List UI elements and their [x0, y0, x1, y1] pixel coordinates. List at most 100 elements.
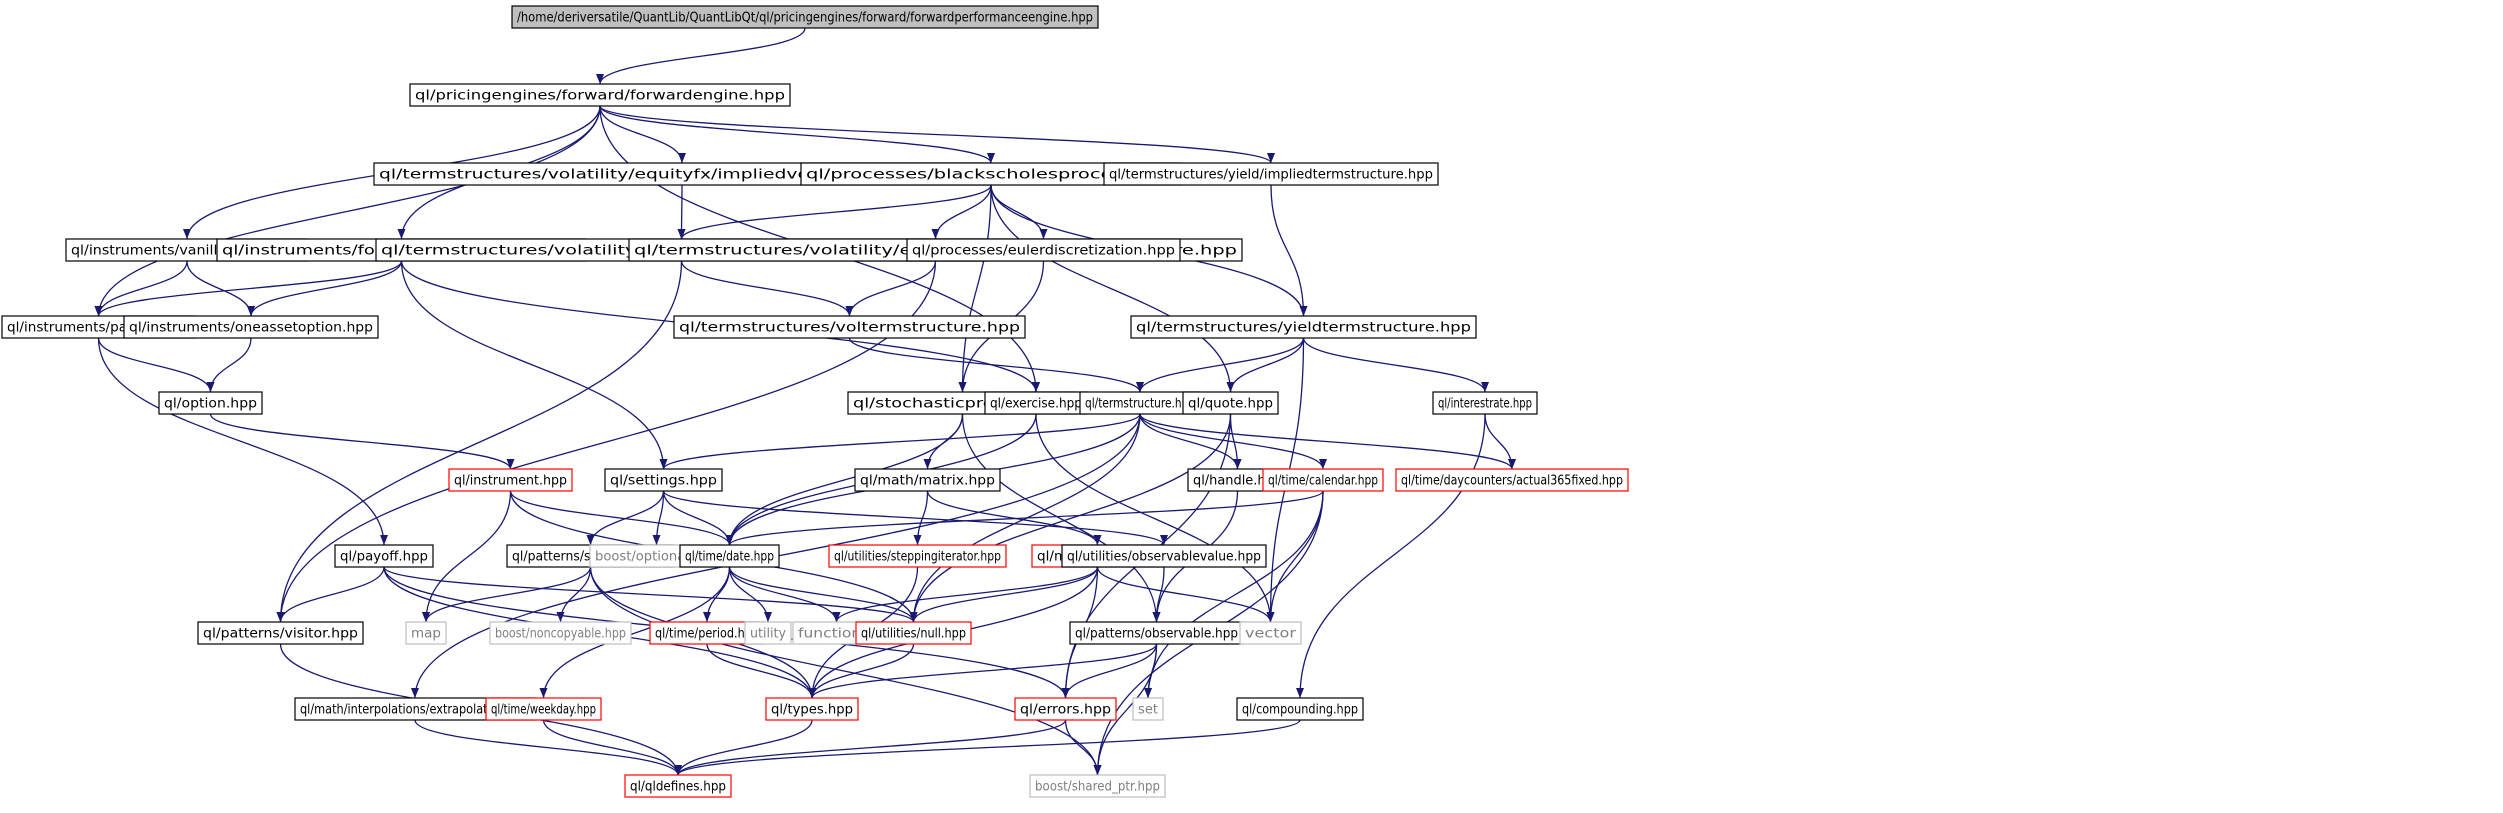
node-utility[interactable]: utility	[744, 621, 792, 645]
node-period[interactable]: ql/time/period.hpp	[649, 621, 765, 645]
node-label: ql/qldefines.hpp	[630, 780, 726, 795]
node-date[interactable]: ql/time/date.hpp	[679, 544, 780, 568]
edge-termstructure-to-settings	[659, 413, 1141, 470]
header-nodes: /home/deriversatile/QuantLib/QuantLibQt/…	[1, 5, 1629, 798]
edge-localvol-to-volts	[845, 260, 937, 317]
node-root[interactable]: /home/deriversatile/QuantLib/QuantLibQt/…	[511, 5, 1099, 29]
node-handle[interactable]: ql/handle.hpp	[1187, 468, 1288, 492]
edge-observablevalue-to-observable	[1152, 566, 1165, 623]
node-box	[1262, 468, 1384, 492]
node-label: ql/termstructure.hpp	[1085, 397, 1195, 412]
edge-option-to-instrument	[209, 413, 515, 470]
edge-forwardengine-to-impliedvol	[599, 105, 686, 164]
edge-fwdvanilla-to-settings	[400, 260, 668, 470]
node-noncopyable[interactable]: boost/noncopyable.hpp	[489, 621, 632, 645]
edge-payoffs-to-option	[97, 337, 215, 393]
node-observable[interactable]: ql/patterns/observable.hpp	[1069, 621, 1244, 645]
edge-extrapolation-to-qldefines	[414, 719, 682, 776]
edge-bsprocess-to-blackvol	[677, 184, 992, 240]
node-label: ql/time/calendar.hpp	[1268, 474, 1378, 489]
edge-termstructure-to-actual365	[1139, 413, 1516, 470]
node-label: ql/settings.hpp	[610, 474, 717, 489]
dependency-edges	[94, 27, 1516, 776]
node-bsprocess[interactable]: ql/processes/blackscholesprocess.hpp	[800, 162, 1182, 186]
node-option[interactable]: ql/option.hpp	[158, 391, 263, 415]
node-box	[334, 544, 434, 568]
node-errors[interactable]: ql/errors.hpp	[1014, 697, 1117, 721]
node-label: /home/deriversatile/QuantLib/QuantLibQt/…	[517, 11, 1093, 26]
node-payoff[interactable]: ql/payoff.hpp	[334, 544, 434, 568]
edge-blackvol-to-volts	[680, 260, 854, 317]
node-label: ql/termstructures/yieldtermstructure.hpp	[1136, 321, 1471, 336]
node-quote[interactable]: ql/quote.hpp	[1182, 391, 1279, 415]
node-volts[interactable]: ql/termstructures/voltermstructure.hpp	[673, 315, 1026, 339]
node-sharedptr[interactable]: boost/shared_ptr.hpp	[1029, 774, 1166, 798]
edge-fwdvanilla-to-payoffs	[94, 260, 403, 317]
node-label: ql/option.hpp	[164, 397, 257, 412]
node-box	[1432, 391, 1538, 415]
node-compounding[interactable]: ql/compounding.hpp	[1236, 697, 1364, 721]
node-termstructure[interactable]: ql/termstructure.hpp	[1079, 391, 1201, 415]
node-visitor[interactable]: ql/patterns/visitor.hpp	[197, 621, 364, 645]
edge-root-to-forwardengine	[596, 27, 806, 85]
edge-date-to-utility	[728, 566, 772, 623]
node-instrument[interactable]: ql/instrument.hpp	[448, 468, 573, 492]
node-exercise[interactable]: ql/exercise.hpp	[984, 391, 1088, 415]
node-matrix[interactable]: ql/math/matrix.hpp	[854, 468, 1001, 492]
node-box	[409, 83, 791, 107]
node-calendar[interactable]: ql/time/calendar.hpp	[1262, 468, 1384, 492]
edge-oneasset-to-option	[206, 337, 252, 393]
edge-forwardengine-to-bsprocess	[599, 105, 995, 164]
node-label: ql/instrument.hpp	[454, 474, 567, 489]
node-yieldts[interactable]: ql/termstructures/yieldtermstructure.hpp	[1130, 315, 1477, 339]
node-label: ql/termstructures/voltermstructure.hpp	[679, 321, 1020, 336]
node-settings[interactable]: ql/settings.hpp	[604, 468, 723, 492]
node-steppingiter[interactable]: ql/utilities/steppingiterator.hpp	[828, 544, 1007, 568]
node-impliedts[interactable]: ql/termstructures/yield/impliedtermstruc…	[1103, 162, 1439, 186]
node-weekday[interactable]: ql/time/weekday.hpp	[485, 697, 602, 721]
edge-volts-to-termstructure	[848, 337, 1144, 393]
node-box	[604, 468, 723, 492]
node-qldefines[interactable]: ql/qldefines.hpp	[624, 774, 732, 798]
edge-forwardengine-to-payoffs	[94, 105, 601, 317]
node-oneasset[interactable]: ql/instruments/oneassetoption.hpp	[123, 315, 379, 339]
node-map[interactable]: map	[405, 621, 447, 645]
node-box	[854, 468, 1001, 492]
edge-settings-to-optional	[652, 490, 665, 546]
edge-forwardengine-to-impliedts	[599, 105, 1275, 164]
node-label: ql/payoff.hpp	[340, 550, 428, 565]
edge-array-to-null	[909, 566, 1099, 623]
edge-observable-to-errors	[1061, 643, 1158, 699]
edge-compounding-to-qldefines	[674, 719, 1301, 776]
edge-period-to-types	[706, 643, 816, 699]
node-label: ql/handle.hpp	[1193, 474, 1282, 489]
node-box	[1182, 391, 1279, 415]
node-label: ql/patterns/visitor.hpp	[203, 627, 358, 642]
node-vector[interactable]: vector	[1239, 621, 1302, 645]
edge-observable-to-sharedptr	[1093, 643, 1158, 776]
node-euler[interactable]: ql/processes/eulerdiscretization.hpp	[906, 238, 1181, 262]
node-extrapolation[interactable]: ql/math/interpolations/extrapolation.hpp	[294, 697, 536, 721]
node-forwardengine[interactable]: ql/pricingengines/forward/forwardengine.…	[409, 83, 791, 107]
node-box	[1029, 774, 1166, 798]
node-types[interactable]: ql/types.hpp	[765, 697, 859, 721]
node-label: ql/processes/blackscholesprocess.hpp	[806, 168, 1176, 183]
node-actual365[interactable]: ql/time/daycounters/actual365fixed.hpp	[1395, 468, 1629, 492]
edge-calendar-to-vector	[1266, 490, 1324, 623]
edge-yieldts-to-quote	[1226, 337, 1305, 393]
edge-date-to-period	[703, 566, 731, 623]
node-box	[1103, 162, 1439, 186]
node-null[interactable]: ql/utilities/null.hpp	[855, 621, 972, 645]
edge-stochastic-to-date	[725, 413, 964, 546]
node-interestrate[interactable]: ql/interestrate.hpp	[1432, 391, 1538, 415]
node-set[interactable]: set	[1132, 697, 1164, 721]
node-label: ql/processes/eulerdiscretization.hpp	[912, 244, 1175, 259]
edge-weekday-to-qldefines	[542, 719, 682, 776]
node-box	[448, 468, 573, 492]
node-observablevalue[interactable]: ql/utilities/observablevalue.hpp	[1061, 544, 1267, 568]
node-box	[405, 621, 447, 645]
edge-impliedts-to-yieldts	[1270, 184, 1308, 317]
node-label: set	[1138, 703, 1158, 718]
node-label: vector	[1245, 627, 1297, 642]
edge-array-to-functional	[832, 566, 1099, 623]
